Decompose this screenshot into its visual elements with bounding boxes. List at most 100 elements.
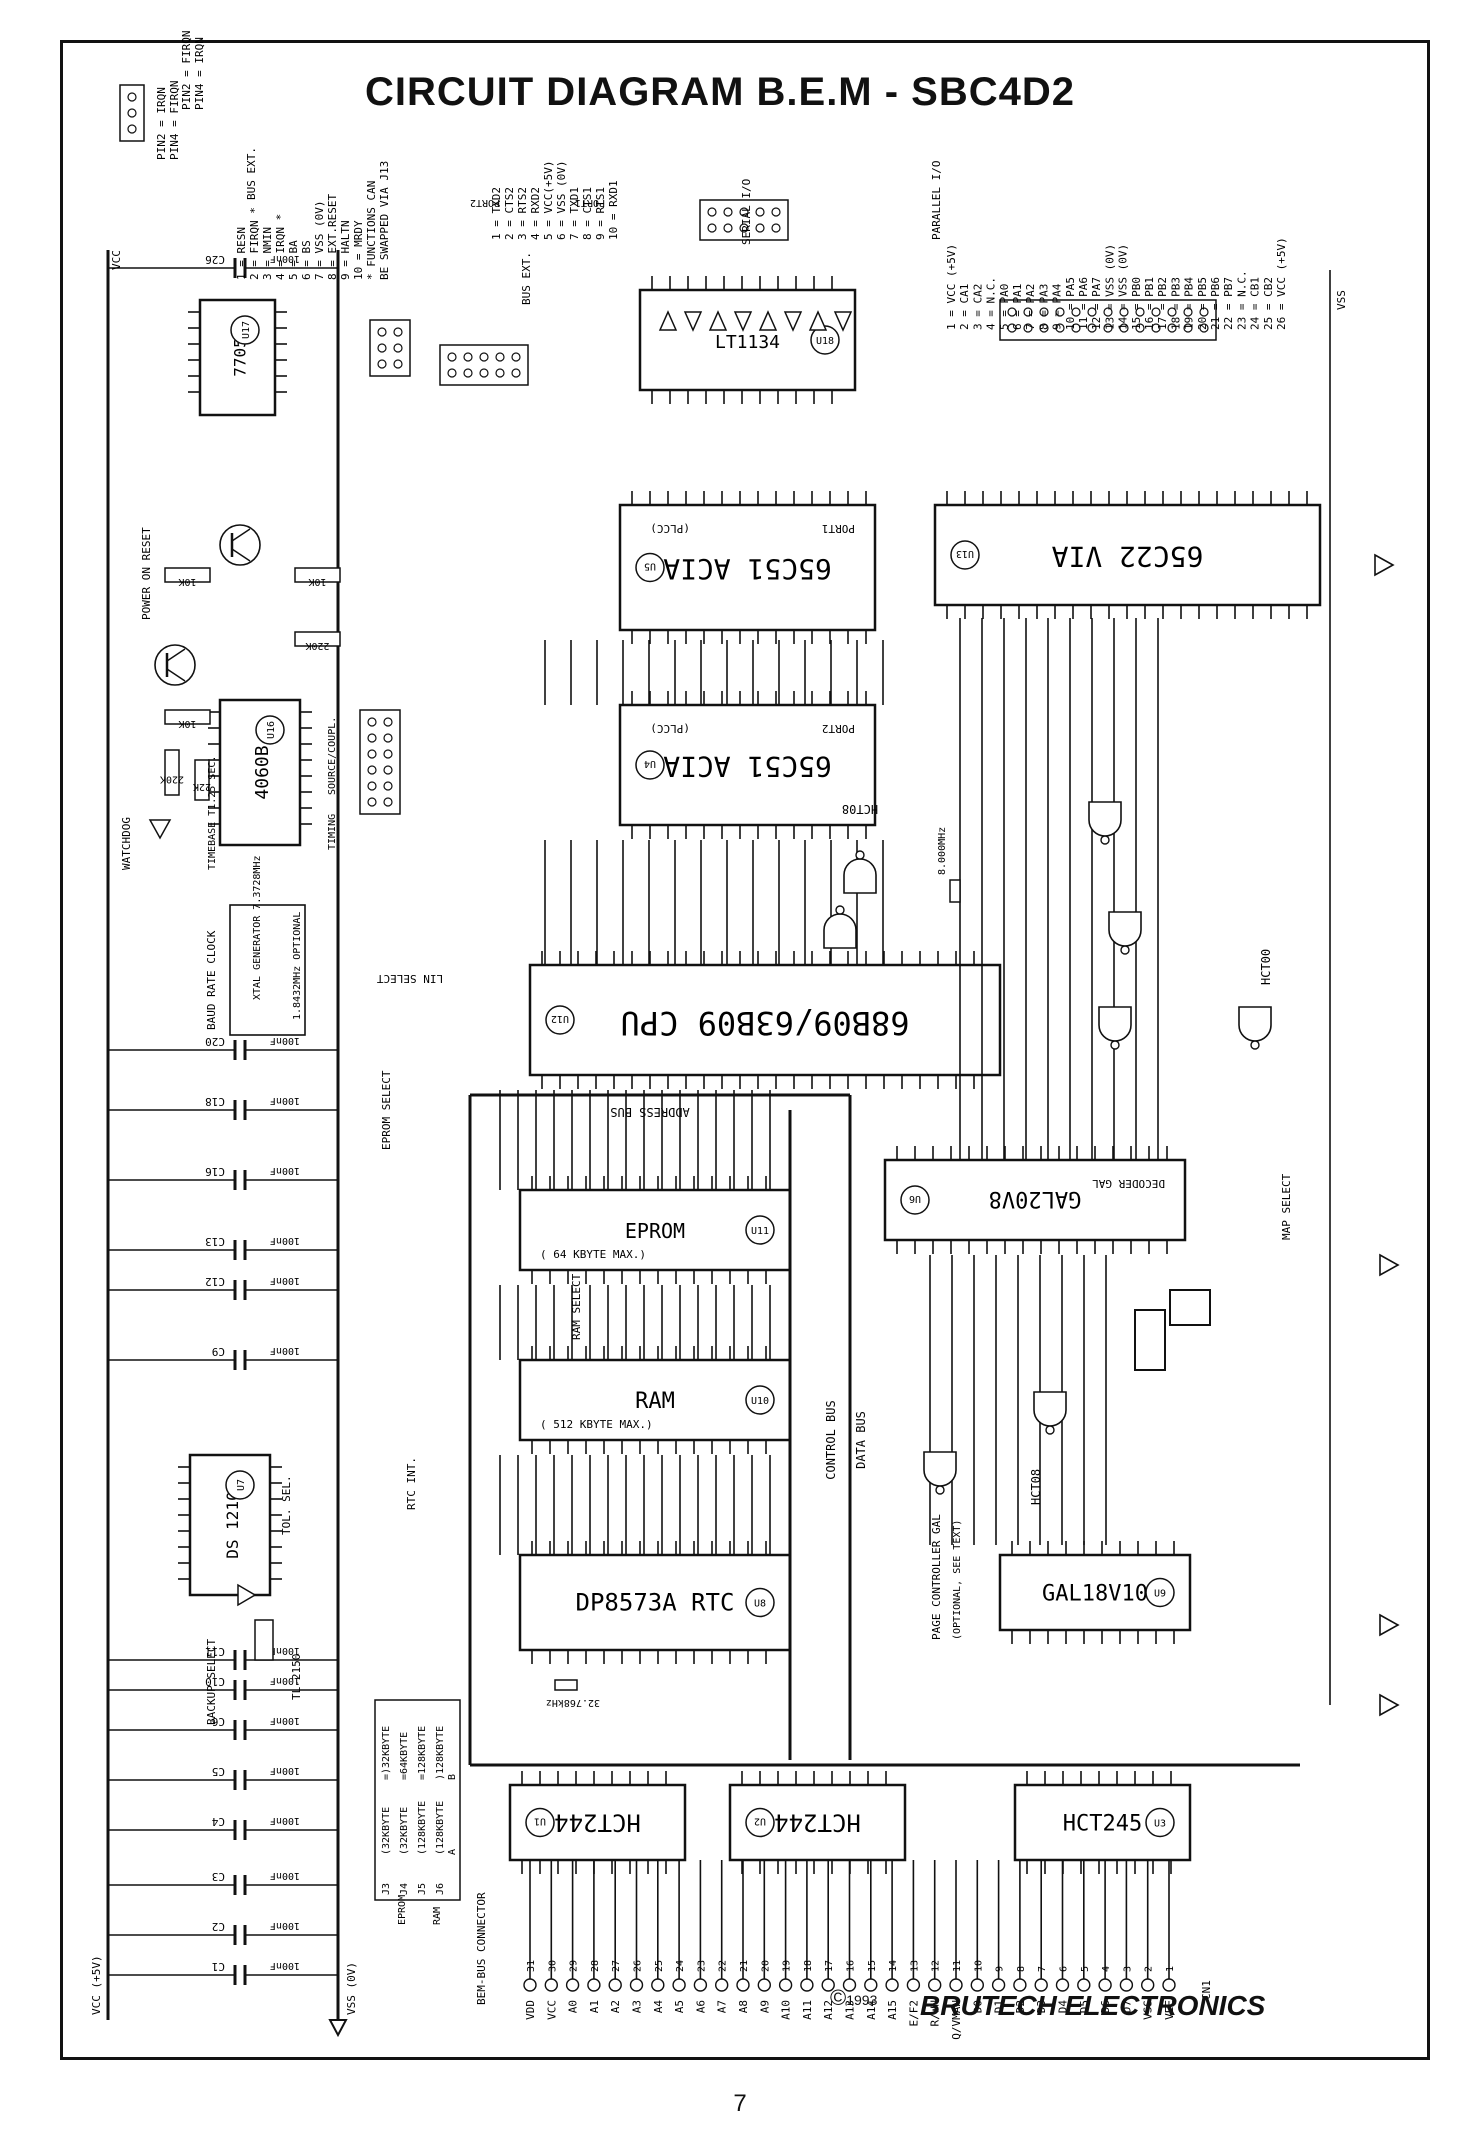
bem-pin-num-21: 10 <box>973 1960 984 1972</box>
source-coupl-label: SOURCE/COUPL. <box>327 717 338 795</box>
parallel-item-15: 16 = PB1 <box>1143 277 1156 330</box>
resistor-r4 <box>194 759 210 801</box>
chip-name-decoder: GAL20V8 <box>989 1186 1082 1211</box>
chip-ref-cpu: U12 <box>551 1013 569 1024</box>
map-arrow <box>1379 1253 1400 1277</box>
cap-label-C13: C13 <box>205 1235 225 1248</box>
bus-ext-item-6: 7 = VSS (0V) <box>313 201 326 280</box>
bem-pin-num-16: 15 <box>867 1960 878 1972</box>
chip-ref-gal18: U9 <box>1154 1589 1166 1600</box>
chip-ref-via: U13 <box>956 548 974 559</box>
serial-io-label: SERIAL I/O <box>740 179 753 245</box>
bem-pin-name-24: D3 <box>1035 2000 1048 2013</box>
port-title-1: PORT1 <box>575 197 605 208</box>
cap-value-C1: 100nF <box>270 1960 300 1971</box>
ram-select-label: RAM SELECT <box>570 1273 583 1340</box>
parallel-item-20: 21 = PB6 <box>1209 277 1222 330</box>
map-select-label: MAP SELECT <box>1280 1173 1293 1240</box>
parallel-item-4: 5 = PA0 <box>998 284 1011 330</box>
hct00-label: HCT00 <box>1259 949 1273 985</box>
parallel-item-0: 1 = VCC (+5V) <box>945 244 958 330</box>
chip-ref-hct245: U3 <box>1154 1819 1166 1830</box>
bem-pin-name-2: A0 <box>567 2000 580 2013</box>
jumper-row-3-b: )128KBYTE <box>435 1726 446 1780</box>
vss0-label: VSS (0V) <box>345 1962 358 2015</box>
chip-sub-acia2: PORT2 <box>822 722 855 735</box>
cap-label-C10: C10 <box>205 1675 225 1688</box>
rtc-int-label: RTC INT. <box>405 1457 418 1510</box>
bem-pin-num-1: 30 <box>547 1960 558 1972</box>
chip-ref-acia2: U4 <box>644 758 656 769</box>
diagram-frame <box>60 40 1430 2060</box>
eprom-select-label: EPROM SELECT <box>380 1070 393 1150</box>
chip-ref-hct244b: U2 <box>754 1816 766 1827</box>
cap-value-C13: 100nF <box>270 1235 300 1246</box>
resistor-r5 <box>164 749 180 796</box>
bus-ext-item-3: 4 = IRQN * <box>274 214 287 280</box>
bem-pin <box>523 1978 537 1992</box>
bem-pin-num-20: 11 <box>952 1960 963 1972</box>
battery-b1 <box>254 1619 274 1661</box>
cap-value-C12: 100nF <box>270 1275 300 1286</box>
copyright-symbol: © <box>830 1985 847 2010</box>
bem-pin-num-13: 18 <box>803 1960 814 1972</box>
parallel-item-3: 4 = N.C. <box>985 277 998 330</box>
lin-select-label: LIN SELECT <box>377 972 444 985</box>
bem-pin <box>715 1978 729 1992</box>
bem-pin <box>906 1978 921 1992</box>
bem-pin-name-7: A5 <box>673 2000 686 2013</box>
connector-cn2 <box>439 344 529 386</box>
cap-value-C10: 100nF <box>270 1675 300 1686</box>
parallel-item-24: 25 = CB2 <box>1262 277 1275 330</box>
bem-pin-name-11: A9 <box>758 2000 771 2013</box>
cap-label-C1: C1 <box>212 1960 225 1973</box>
bus-ext-item-7: 8 = EXT.RESET <box>326 194 339 280</box>
jumper-row-3-name: J6 <box>435 1883 446 1895</box>
j13-note-1: PIN4 = FIRQN <box>168 81 181 160</box>
port-item-7: 8 = CTS1 <box>581 187 594 240</box>
chip-ref-hct244a: U1 <box>534 1816 546 1827</box>
bem-pin-name-23: D2 <box>1014 2000 1027 2013</box>
cap-value-C9: 100nF <box>270 1345 300 1356</box>
chip-name-gal18: GAL18V10 <box>1042 1582 1148 1607</box>
diode-d1 <box>148 819 172 840</box>
resistor-r6-value: 10K <box>178 718 196 729</box>
bem-pin-name-18: E/F2 <box>907 2000 920 2027</box>
resistor-r5-value: 220K <box>160 774 184 785</box>
bem-pin <box>608 1978 622 1992</box>
cap-label-C6: C6 <box>212 1715 225 1728</box>
parallel-item-17: 18 = PB3 <box>1169 277 1182 330</box>
transistor-q2 <box>154 644 196 686</box>
chip-gal18: GAL18V10 U9 <box>998 1553 1192 1632</box>
bem-pin-num-26: 5 <box>1080 1966 1091 1972</box>
parallel-io-label: PARALLEL I/O <box>930 161 943 240</box>
parallel-item-12: 13 = VSS (0V) <box>1103 244 1116 330</box>
bem-pin <box>587 1978 601 1992</box>
bus-ext-item-2: 3 = NMIN <box>261 227 274 280</box>
bem-pin-num-15: 16 <box>846 1960 857 1972</box>
cap-label-C16: C16 <box>205 1165 225 1178</box>
jumper-row-2-name: J5 <box>417 1883 428 1895</box>
driver-buffer <box>783 311 803 332</box>
driver-buffer <box>733 311 753 332</box>
chip-name-ds1210: DS 1210 <box>223 1491 242 1558</box>
resistor-r4-value: 22K <box>193 781 211 792</box>
cap-label-C12: C12 <box>205 1275 225 1288</box>
company-name: BRUTECH ELECTRONICS <box>920 1990 1266 2021</box>
parallel-item-5: 6 = PA1 <box>1011 284 1024 330</box>
bem-pin-name-26: D5 <box>1078 2000 1091 2013</box>
cap-label-C18: C18 <box>205 1095 225 1108</box>
cap-label-C26: C26 <box>205 253 225 266</box>
and-gate-2 <box>823 905 857 949</box>
bem-pin-name-5: A3 <box>631 2000 644 2013</box>
parallel-item-6: 7 = PA2 <box>1024 284 1037 330</box>
bem-pin-num-29: 2 <box>1144 1966 1155 1972</box>
vcc5-label: VCC (+5V) <box>90 1955 103 2015</box>
parallel-item-22: 23 = N.C. <box>1235 270 1248 330</box>
chip-ref-rtc: U8 <box>754 1599 766 1610</box>
